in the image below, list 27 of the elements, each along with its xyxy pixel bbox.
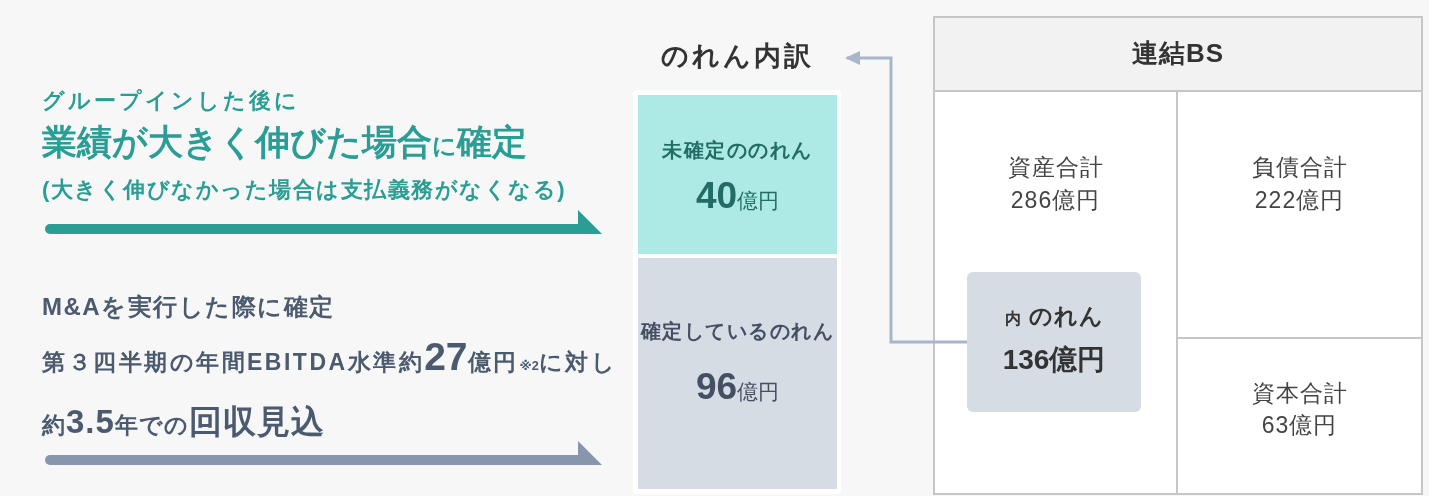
category-label: 未確定ののれん <box>662 139 813 162</box>
amount-value: 136億円 <box>1002 344 1106 377</box>
balance-sheet-table <box>933 16 1423 495</box>
category-block <box>638 95 837 254</box>
headline-text: 約3.5年での回収見込 <box>42 403 325 441</box>
block-arrow <box>45 210 602 234</box>
category-label: 確定しているのれん <box>640 320 835 343</box>
account-label: 資産合計 <box>1007 154 1104 181</box>
note-text: (大きく伸びなかった場合は支払義務がなくなる) <box>42 177 567 203</box>
prefix-label: 内 <box>1004 310 1021 329</box>
amount-value: 222億円 <box>1254 187 1345 214</box>
account-label: のれん <box>1028 303 1104 330</box>
amount-value: 96億円 <box>695 366 780 409</box>
amount-value: 63億円 <box>1261 412 1338 439</box>
amount-value: 40億円 <box>695 175 780 218</box>
headline-text: 業績が大きく伸びた場合に確定 <box>42 122 527 163</box>
table-header: 連結BS <box>935 18 1421 92</box>
subheading-text: M&Aを実行した際に確定 <box>42 293 335 321</box>
panel-heading: のれん内訳 <box>660 41 814 73</box>
amount-value: 286億円 <box>1010 187 1101 214</box>
category-block <box>638 258 837 489</box>
connector-arrow <box>845 51 967 344</box>
highlight-box <box>967 272 1141 412</box>
subheading-text: グループインした後に <box>42 88 300 114</box>
account-label: 資本合計 <box>1251 380 1348 407</box>
block-arrow <box>45 441 602 465</box>
account-label: 負債合計 <box>1251 154 1348 181</box>
